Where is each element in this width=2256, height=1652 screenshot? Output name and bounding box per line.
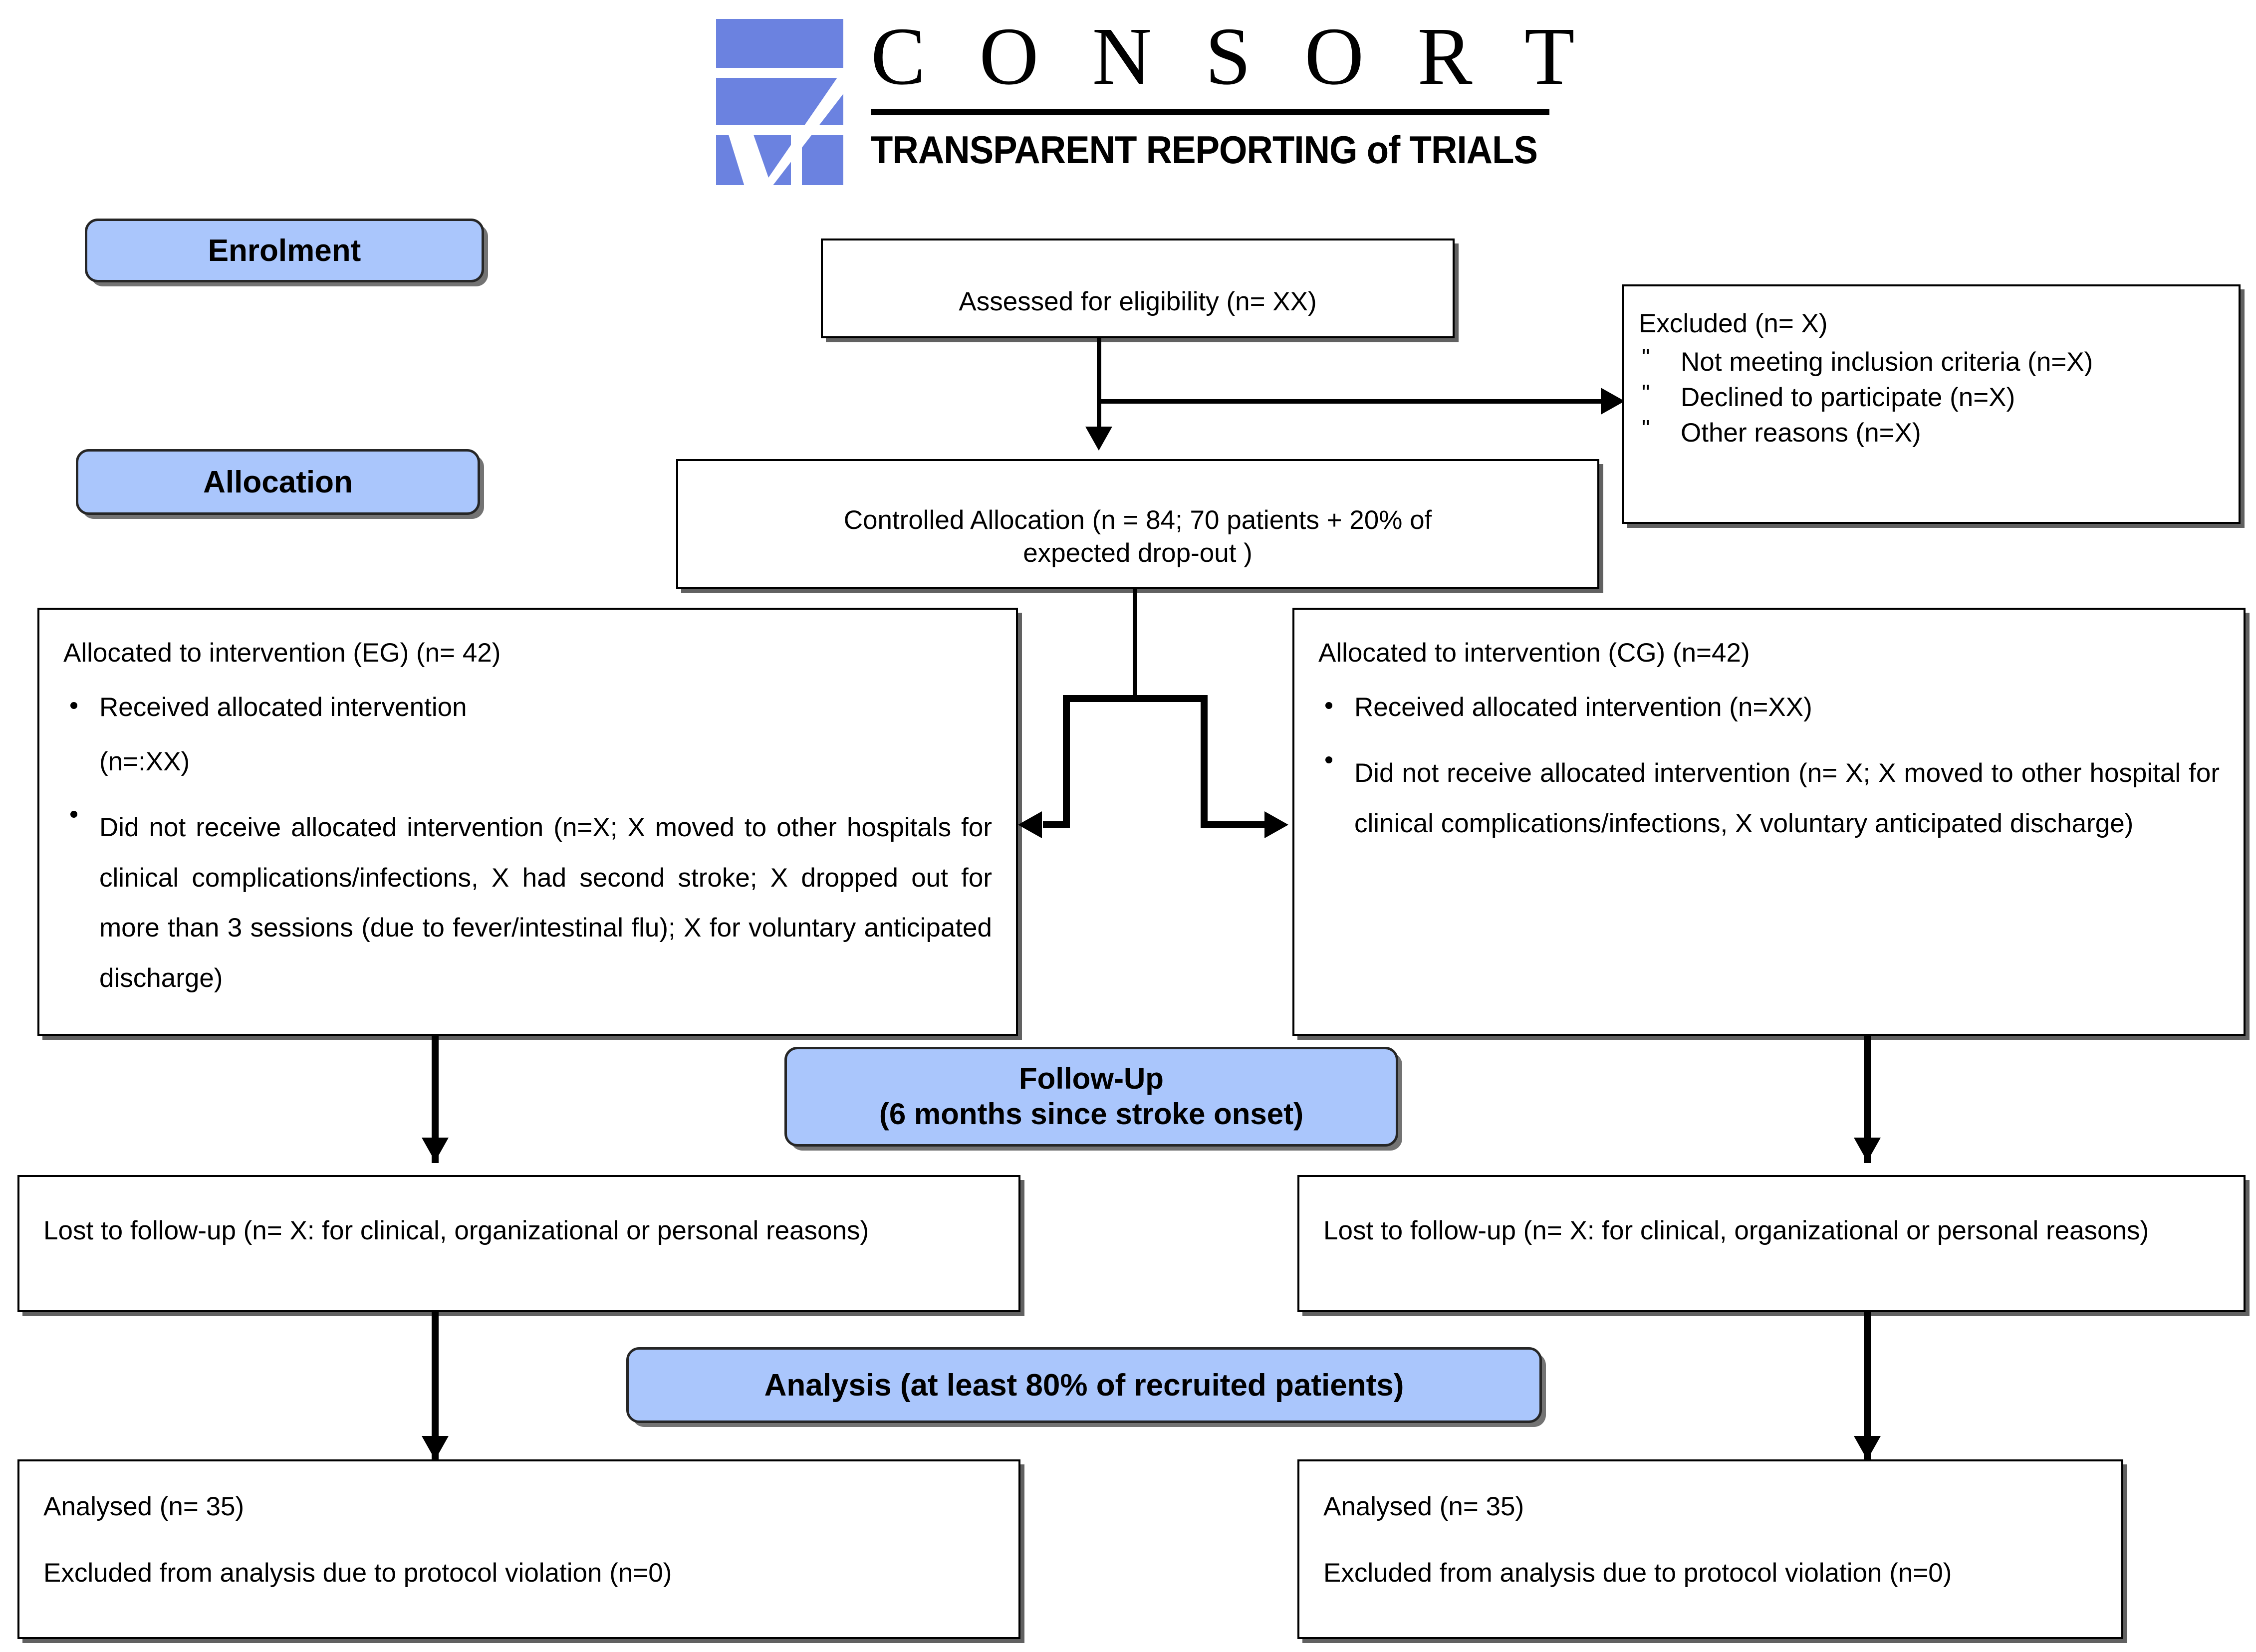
arrowhead-eligibility-to-allocation [1085, 427, 1112, 451]
box-eg-allocation: Allocated to intervention (EG) (n= 42) R… [37, 608, 1018, 1036]
bullet-dot-icon [70, 702, 77, 709]
cg-allocation-bullet2-text: Did not receive allocated intervention (… [1354, 758, 2220, 838]
cg-allocation-bullet2: Did not receive allocated intervention (… [1318, 748, 2220, 849]
box-cg-allocation: Allocated to intervention (CG) (n=42) Re… [1292, 608, 2246, 1036]
stage-label-allocation: Allocation [76, 449, 480, 515]
excluded-bullet-char: " [1642, 415, 1650, 441]
cg-analysed-line1: Analysed (n= 35) [1323, 1492, 1524, 1521]
connector-allocation-left-drop [1063, 695, 1070, 825]
arrowhead-eg-lost-to-analysed [422, 1436, 449, 1460]
eg-analysed-line2: Excluded from analysis due to protocol v… [43, 1558, 672, 1588]
stage-label-analysis: Analysis (at least 80% of recruited pati… [626, 1347, 1542, 1423]
box-cg-lost-to-followup: Lost to follow-up (n= X: for clinical, o… [1297, 1175, 2246, 1312]
eg-analysed-line1: Analysed (n= 35) [43, 1492, 245, 1521]
eg-allocation-bullet1-text: Received allocated intervention [99, 693, 467, 722]
arrowhead-eligibility-to-excluded [1601, 388, 1625, 415]
bullet-dot-icon [1325, 702, 1332, 709]
box-excluded: Excluded (n= X) " Not meeting inclusion … [1622, 284, 2241, 524]
eg-lost-to-followup-text: Lost to follow-up (n= X: for clinical, o… [43, 1216, 869, 1245]
assessed-for-eligibility-text: Assessed for eligibility (n= XX) [959, 286, 1317, 316]
connector-allocation-right-drop [1201, 695, 1208, 825]
cg-allocation-bullet: Received allocated intervention (n=XX) [1318, 694, 2220, 720]
connector-allocation-crossbar [1063, 695, 1208, 702]
arrowhead-cg-allocation-to-lost [1854, 1138, 1881, 1162]
eg-allocation-bullet: Received allocated intervention [63, 694, 992, 720]
stage-label-allocation-text: Allocation [203, 465, 353, 499]
excluded-item-text: Other reasons (n=X) [1681, 418, 1921, 448]
excluded-bullet-char: " [1642, 344, 1650, 370]
controlled-allocation-line1: Controlled Allocation (n = 84; 70 patien… [843, 505, 1432, 535]
logo-divider [871, 109, 1549, 115]
arrowhead-eg-allocation-to-lost [422, 1138, 449, 1162]
stage-label-followup: Follow-Up (6 months since stroke onset) [784, 1047, 1398, 1147]
connector-eligibility-to-allocation [1097, 338, 1101, 438]
stage-label-followup-line2: (6 months since stroke onset) [879, 1097, 1304, 1131]
bullet-dot-icon [70, 811, 77, 818]
stage-label-enrolment: Enrolment [85, 219, 484, 282]
stage-label-enrolment-text: Enrolment [208, 233, 361, 268]
eg-allocation-title: Allocated to intervention (EG) (n= 42) [63, 638, 501, 668]
arrowhead-allocation-to-eg [1018, 811, 1042, 838]
cg-lost-to-followup-text: Lost to follow-up (n= X: for clinical, o… [1323, 1216, 2149, 1245]
arrowhead-allocation-to-cg [1264, 811, 1288, 838]
box-eg-analysed: Analysed (n= 35) Excluded from analysis … [17, 1459, 1020, 1639]
logo-tagline: TRANSPARENT REPORTING of TRIALS [871, 128, 1538, 172]
excluded-item: " Not meeting inclusion criteria (n=X) [1639, 344, 2224, 377]
connector-cg-lost-to-analysed [1864, 1312, 1871, 1462]
eg-allocation-bullet1-continuation: (n=:XX) [99, 747, 190, 776]
connector-cg-allocation-to-lost [1864, 1036, 1871, 1163]
excluded-item-text: Declined to participate (n=X) [1681, 383, 2015, 412]
connector-allocation-to-cg [1201, 821, 1265, 828]
box-controlled-allocation: Controlled Allocation (n = 84; 70 patien… [676, 459, 1599, 589]
connector-allocation-stem [1133, 589, 1137, 699]
connector-eg-lost-to-analysed [432, 1312, 439, 1462]
stage-label-followup-line1: Follow-Up [1019, 1062, 1164, 1096]
excluded-bullet-char: " [1642, 380, 1650, 406]
arrowhead-cg-lost-to-analysed [1854, 1436, 1881, 1460]
consort-checkmark-icon [716, 19, 843, 191]
connector-eg-allocation-to-lost [432, 1036, 439, 1163]
connector-allocation-to-eg [1043, 821, 1070, 828]
box-assessed-for-eligibility: Assessed for eligibility (n= XX) [821, 238, 1455, 338]
excluded-title: Excluded (n= X) [1639, 309, 1828, 338]
bullet-dot-icon [1325, 756, 1332, 763]
connector-eligibility-to-excluded [1097, 399, 1611, 404]
box-cg-analysed: Analysed (n= 35) Excluded from analysis … [1297, 1459, 2123, 1639]
consort-logo: C O N S O R T TRANSPARENT REPORTING of T… [699, 9, 1597, 201]
eg-allocation-bullet2: Did not receive allocated intervention (… [63, 803, 992, 1004]
excluded-item: " Declined to participate (n=X) [1639, 380, 2224, 412]
excluded-item-text: Not meeting inclusion criteria (n=X) [1681, 347, 2093, 377]
eg-allocation-bullet2-text: Did not receive allocated intervention (… [99, 813, 992, 993]
box-eg-lost-to-followup: Lost to follow-up (n= X: for clinical, o… [17, 1175, 1020, 1312]
controlled-allocation-line2: expected drop-out ) [1023, 538, 1253, 568]
cg-analysed-line2: Excluded from analysis due to protocol v… [1323, 1558, 1952, 1588]
logo-wordmark: C O N S O R T [871, 10, 1591, 102]
stage-label-analysis-text: Analysis (at least 80% of recruited pati… [764, 1368, 1404, 1403]
cg-allocation-title: Allocated to intervention (CG) (n=42) [1318, 638, 1750, 668]
excluded-item: " Other reasons (n=X) [1639, 415, 2224, 448]
cg-allocation-bullet1-text: Received allocated intervention (n=XX) [1354, 693, 1812, 722]
